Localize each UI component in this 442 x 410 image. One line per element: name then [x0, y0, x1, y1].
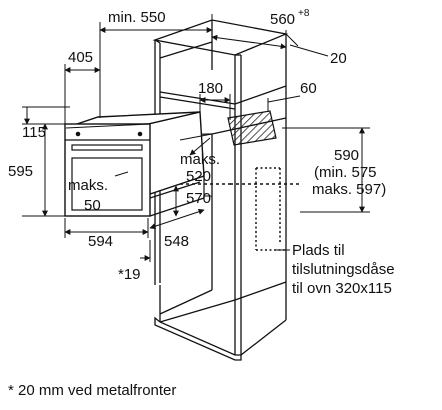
label-maks-50-1: maks.: [68, 177, 108, 194]
label-590: 590: [334, 147, 359, 164]
footnote: * 20 mm ved metalfronter: [8, 382, 176, 399]
label-60: 60: [300, 80, 317, 97]
label-180: 180: [198, 80, 223, 97]
label-560: 560: [270, 11, 295, 28]
label-plads-2: tilslutningsdåse: [292, 261, 395, 278]
label-maks-520-2: 520: [186, 168, 211, 185]
connection-box-area: [180, 167, 300, 251]
label-maks-597: maks. 597): [312, 181, 386, 198]
label-min-550: min. 550: [108, 9, 166, 26]
label-560-sup: +8: [298, 8, 310, 19]
label-570: 570: [186, 190, 211, 207]
label-20: 20: [330, 50, 347, 67]
oven: [64, 111, 205, 217]
dimension-lines: [22, 14, 370, 262]
label-115: 115: [22, 124, 46, 141]
label-594: 594: [88, 233, 113, 250]
label-plads-1: Plads til: [292, 242, 345, 259]
label-595: 595: [8, 163, 33, 180]
label-548: 548: [164, 233, 189, 250]
label-min-575: (min. 575: [314, 164, 377, 181]
label-plads-3: til ovn 320x115: [292, 280, 392, 297]
label-maks-520-1: maks.: [180, 151, 220, 168]
vent-cutout: [227, 110, 277, 146]
label-maks-50-2: 50: [84, 197, 101, 214]
label-405: 405: [68, 49, 93, 66]
label-star-19: *19: [118, 266, 141, 283]
